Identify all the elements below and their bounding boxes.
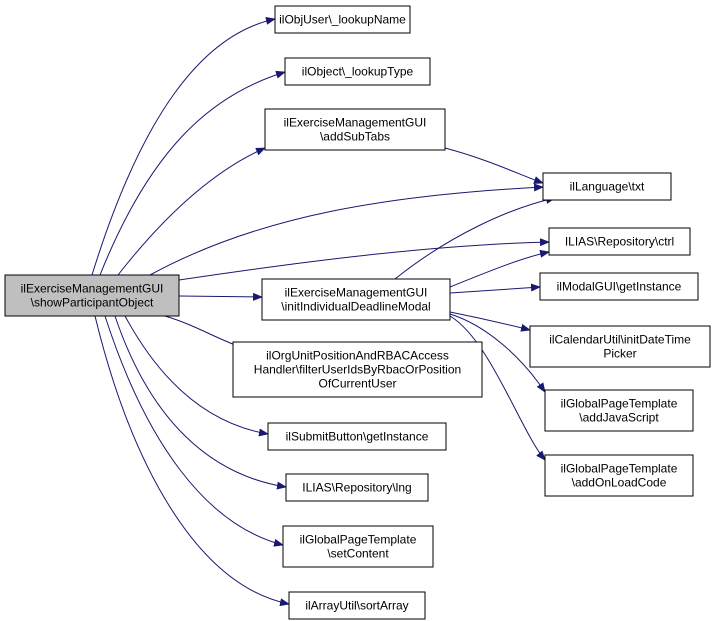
node-submitButton[interactable]: ilSubmitButton\getInstance xyxy=(267,422,447,451)
edge-initModal-to-ctrl xyxy=(449,249,550,288)
node-lookupName[interactable]: ilObjUser\_lookupName xyxy=(274,5,411,34)
node-label-line: \initIndividualDeadlineModal xyxy=(281,300,430,314)
node-box xyxy=(282,525,434,568)
node-box xyxy=(544,389,694,432)
edge-root-to-txt xyxy=(149,183,544,276)
node-label-line: ilExerciseManagementGUI xyxy=(285,286,428,300)
node-addOnLoad[interactable]: ilGlobalPageTemplate\addOnLoadCode xyxy=(544,454,694,497)
node-label-line: ilLanguage\txt xyxy=(570,180,645,194)
edge-root-to-sortArray xyxy=(94,315,290,607)
node-label-line: ilObjUser\_lookupName xyxy=(279,13,406,27)
node-label-line: \addJavaScript xyxy=(579,411,659,425)
node-setContent[interactable]: ilGlobalPageTemplate\setContent xyxy=(282,525,434,568)
node-label-line: ilExerciseManagementGUI xyxy=(21,282,164,296)
node-label-line: ILIAS\Repository\ctrl xyxy=(565,235,674,249)
node-label-line: ilModalGUI\getInstance xyxy=(557,280,682,294)
node-box xyxy=(285,473,429,502)
node-filterUsers[interactable]: ilOrgUnitPositionAndRBACAccessHandler\fi… xyxy=(232,341,483,398)
node-label-line: ilGlobalPageTemplate xyxy=(561,462,678,476)
node-initModal[interactable]: ilExerciseManagementGUI\initIndividualDe… xyxy=(261,278,451,321)
node-label-line: \addOnLoadCode xyxy=(572,476,667,490)
edge-initModal-to-txt xyxy=(394,196,556,280)
edge-root-to-filterUsers xyxy=(164,315,244,349)
node-box xyxy=(548,227,691,256)
edge-root-to-addSubTabs xyxy=(117,147,266,276)
edge-addSubTabs-to-txt xyxy=(444,147,544,184)
node-label-line: ilOrgUnitPositionAndRBACAccess xyxy=(266,349,449,363)
node-label-line: OfCurrentUser xyxy=(318,377,396,391)
node-label-line: ilExerciseManagementGUI xyxy=(284,116,427,130)
node-label-line: \setContent xyxy=(327,547,389,561)
node-addJs[interactable]: ilGlobalPageTemplate\addJavaScript xyxy=(544,389,694,432)
edge-root-to-submitButton xyxy=(124,315,269,437)
node-label-line: ilObject\_lookupType xyxy=(302,65,414,79)
node-box xyxy=(232,341,483,398)
node-box xyxy=(4,274,180,317)
node-label-line: Handler\filterUserIdsByRbacOrPosition xyxy=(254,363,461,377)
edge-layer xyxy=(91,16,556,607)
edge-root-to-setContent xyxy=(104,315,284,547)
node-label-line: ilSubmitButton\getInstance xyxy=(286,430,429,444)
node-ctrl[interactable]: ILIAS\Repository\ctrl xyxy=(548,227,691,256)
edge-initModal-to-addOnLoad xyxy=(449,315,546,461)
node-label-line: \showParticipantObject xyxy=(31,296,154,310)
node-label-line: ilCalendarUtil\initDateTime xyxy=(549,333,691,347)
edge-initModal-to-modalInstance xyxy=(449,283,541,294)
edge-root-to-lng xyxy=(114,315,287,490)
edge-root-to-initModal xyxy=(178,292,263,301)
node-label-line: \addSubTabs xyxy=(320,130,390,144)
edge-initModal-to-addJs xyxy=(449,313,546,393)
node-box xyxy=(264,108,446,151)
node-box xyxy=(544,454,694,497)
node-box xyxy=(274,5,411,34)
node-box xyxy=(539,272,699,301)
node-sortArray[interactable]: ilArrayUtil\sortArray xyxy=(288,591,426,620)
edge-root-to-lookupType xyxy=(99,70,286,276)
node-box xyxy=(529,325,711,368)
node-label-line: Picker xyxy=(603,347,636,361)
node-layer: ilExerciseManagementGUI\showParticipantO… xyxy=(4,5,711,620)
node-label-line: ilArrayUtil\sortArray xyxy=(305,599,408,613)
edge-root-to-lookupName xyxy=(91,16,276,276)
node-label-line: ilGlobalPageTemplate xyxy=(561,397,678,411)
node-root[interactable]: ilExerciseManagementGUI\showParticipantO… xyxy=(4,274,180,317)
node-box xyxy=(288,591,426,620)
node-label-line: ilGlobalPageTemplate xyxy=(300,533,417,547)
node-box xyxy=(267,422,447,451)
node-lookupType[interactable]: ilObject\_lookupType xyxy=(284,57,431,86)
node-lng[interactable]: ILIAS\Repository\lng xyxy=(285,473,429,502)
node-addSubTabs[interactable]: ilExerciseManagementGUI\addSubTabs xyxy=(264,108,446,151)
edge-initModal-to-dateTime xyxy=(449,311,531,332)
node-box xyxy=(542,172,672,201)
node-modalInstance[interactable]: ilModalGUI\getInstance xyxy=(539,272,699,301)
node-txt[interactable]: ilLanguage\txt xyxy=(542,172,672,201)
node-label-line: ILIAS\Repository\lng xyxy=(302,481,411,495)
node-box xyxy=(261,278,451,321)
node-box xyxy=(284,57,431,86)
edge-root-to-ctrl xyxy=(178,238,550,281)
